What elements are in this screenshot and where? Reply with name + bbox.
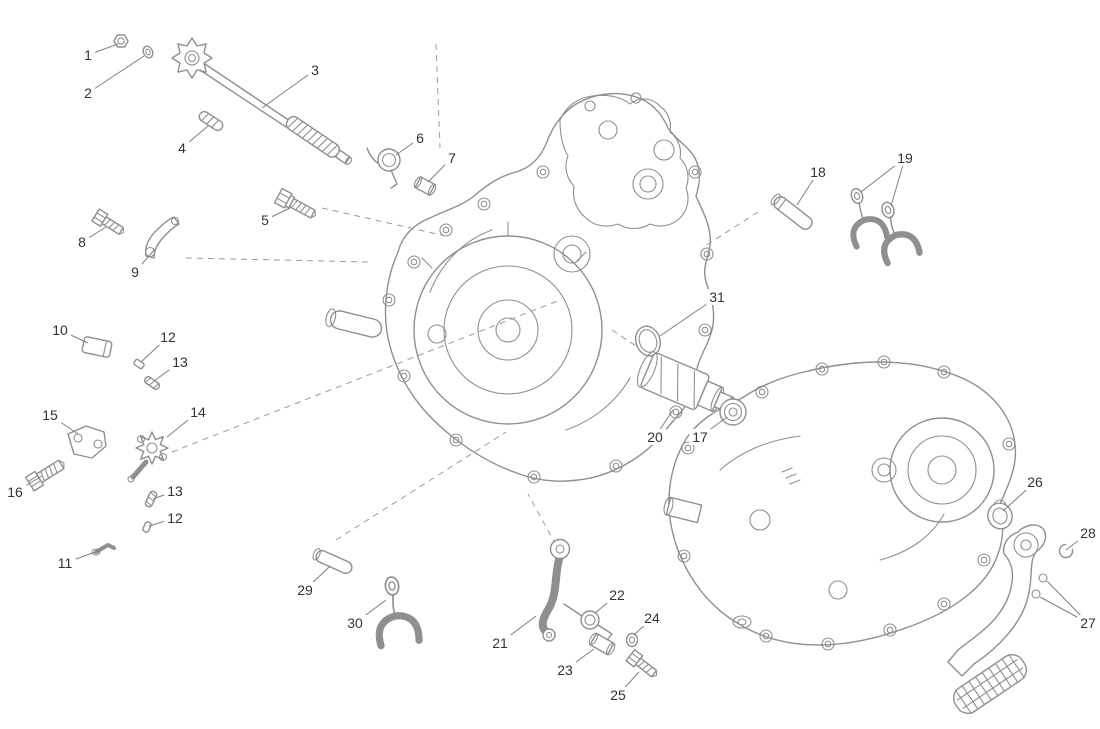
part-6-torsion-spring — [366, 147, 401, 189]
leader-line — [148, 517, 176, 527]
part-7-bushing — [413, 176, 437, 196]
part-18-pin — [770, 193, 813, 230]
leader-line — [395, 137, 421, 156]
part-17-bearing — [719, 398, 747, 426]
part-9-lever — [144, 216, 180, 259]
leader-line — [87, 43, 119, 56]
part-11-clip — [91, 543, 116, 556]
leader-line — [81, 226, 107, 243]
part-5-bolt — [273, 187, 316, 219]
leader-line — [354, 599, 387, 624]
leader-line — [499, 615, 537, 644]
leader-line — [166, 411, 199, 438]
part-13b-spring — [144, 490, 158, 508]
left-crankcase — [325, 92, 715, 484]
part-16-bolt — [24, 459, 65, 492]
part-13a-spring — [143, 376, 161, 390]
part-21-gear-lever — [538, 538, 571, 642]
part-2-washer — [142, 45, 154, 59]
leader-line — [427, 157, 453, 183]
part-23-bushing — [588, 632, 616, 656]
part-4-pin — [198, 110, 224, 132]
leader-line — [153, 361, 181, 382]
leader-line — [564, 648, 595, 671]
part-3-shift-shaft — [171, 37, 353, 165]
leader-line — [181, 125, 209, 149]
leader-line — [261, 69, 316, 109]
leader-line — [49, 414, 79, 435]
leader-line — [1046, 580, 1089, 624]
leader-line — [304, 565, 331, 591]
leader-line — [59, 329, 89, 344]
part-28-circlip — [1058, 543, 1074, 559]
leader-line — [633, 617, 653, 636]
part-27-brake-pedal — [947, 524, 1048, 715]
part-26-seal — [987, 502, 1013, 530]
leader-line — [1039, 596, 1089, 624]
part-19-shift-forks — [839, 184, 920, 263]
part-8-bolt — [91, 208, 125, 235]
leader-line — [64, 550, 99, 564]
part-12b-pin — [142, 521, 152, 533]
part-30-shift-fork — [371, 574, 419, 645]
leader-line — [890, 157, 906, 207]
leader-line — [140, 336, 169, 363]
leader-line — [860, 157, 906, 193]
part-12a-pin — [133, 358, 145, 370]
part-25-bolt — [625, 648, 658, 678]
part-22-spring — [563, 603, 613, 640]
part-24-washer — [625, 632, 639, 648]
leader-line — [796, 171, 819, 206]
leader-line — [594, 594, 618, 614]
part-29-pin — [312, 548, 353, 574]
leader-line — [617, 671, 640, 696]
right-crankcase — [663, 355, 1017, 651]
part-10-spacer — [81, 336, 113, 358]
leader-line — [1065, 532, 1089, 551]
part-14-shift-cam — [127, 431, 169, 483]
leader-line — [264, 207, 291, 221]
leader-line — [87, 55, 145, 94]
